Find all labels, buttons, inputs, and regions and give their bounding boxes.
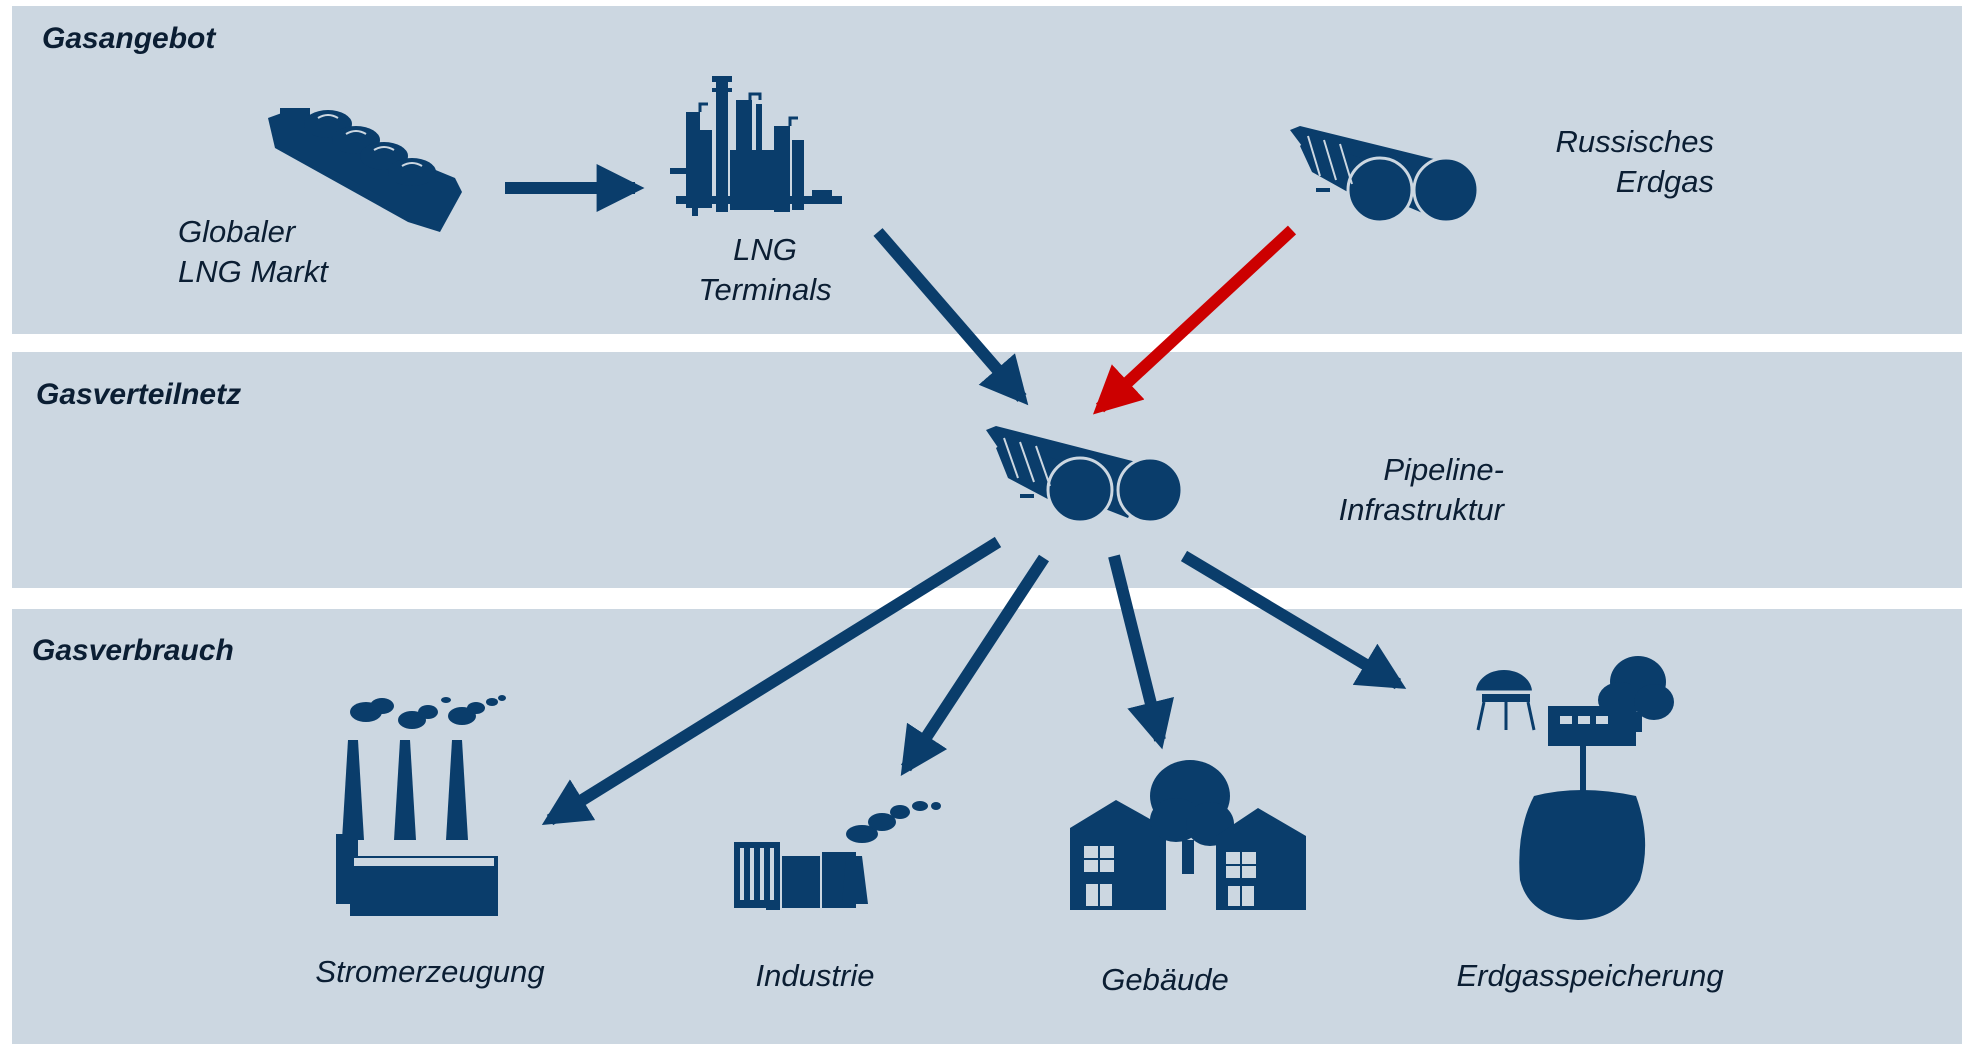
label-pipeline: Pipeline- Infrastruktur: [1280, 450, 1504, 530]
lng-tanker-icon: [268, 108, 462, 232]
gas-storage-icon: [1470, 656, 1674, 920]
label-lng-market-line1: Globaler: [178, 214, 296, 249]
power-plant-icon: [336, 695, 506, 916]
arrow-pipeline-to-buildings: [1108, 554, 1174, 750]
houses-icon: [1070, 760, 1306, 910]
pipeline-icon: [1290, 126, 1480, 224]
label-lng-terminals-line2: Terminals: [698, 272, 832, 307]
label-storage: Erdgasspeicherung: [1456, 958, 1724, 993]
arrow-pipeline-to-industry: [900, 554, 1050, 777]
label-lng-market-line2: LNG Markt: [178, 254, 328, 289]
label-buildings: Gebäude: [1101, 962, 1229, 997]
pipeline-infrastructure-icon: [986, 426, 1184, 524]
label-russian-gas-line2: Erdgas: [1615, 164, 1714, 199]
label-lng-market: Globaler LNG Markt: [178, 212, 328, 292]
arrow-lng-terminals-to-pipeline: [873, 228, 1029, 406]
arrow-pipeline-to-power: [541, 536, 1002, 826]
section-title-grid: Gasverteilnetz: [36, 378, 242, 411]
flow-arrows: [505, 164, 1407, 826]
label-industry: Industrie: [755, 958, 875, 993]
label-russian-gas: Russisches Erdgas: [1500, 122, 1715, 202]
label-russian-gas-line1: Russisches: [1555, 124, 1715, 159]
label-power: Stromerzeugung: [315, 954, 545, 989]
section-title-supply: Gasangebot: [42, 22, 216, 55]
label-lng-terminals: LNG Terminals: [670, 230, 860, 310]
arrow-russian-gas-to-pipeline: [1092, 225, 1297, 415]
label-lng-terminals-line1: LNG: [733, 232, 797, 267]
factory-icon: [734, 801, 941, 910]
label-pipeline-line2: Infrastruktur: [1338, 492, 1504, 527]
section-title-consumption: Gasverbrauch: [32, 634, 234, 667]
refinery-icon: [670, 76, 842, 216]
label-pipeline-line1: Pipeline-: [1383, 452, 1504, 487]
arrow-pipeline-to-storage: [1180, 550, 1407, 690]
